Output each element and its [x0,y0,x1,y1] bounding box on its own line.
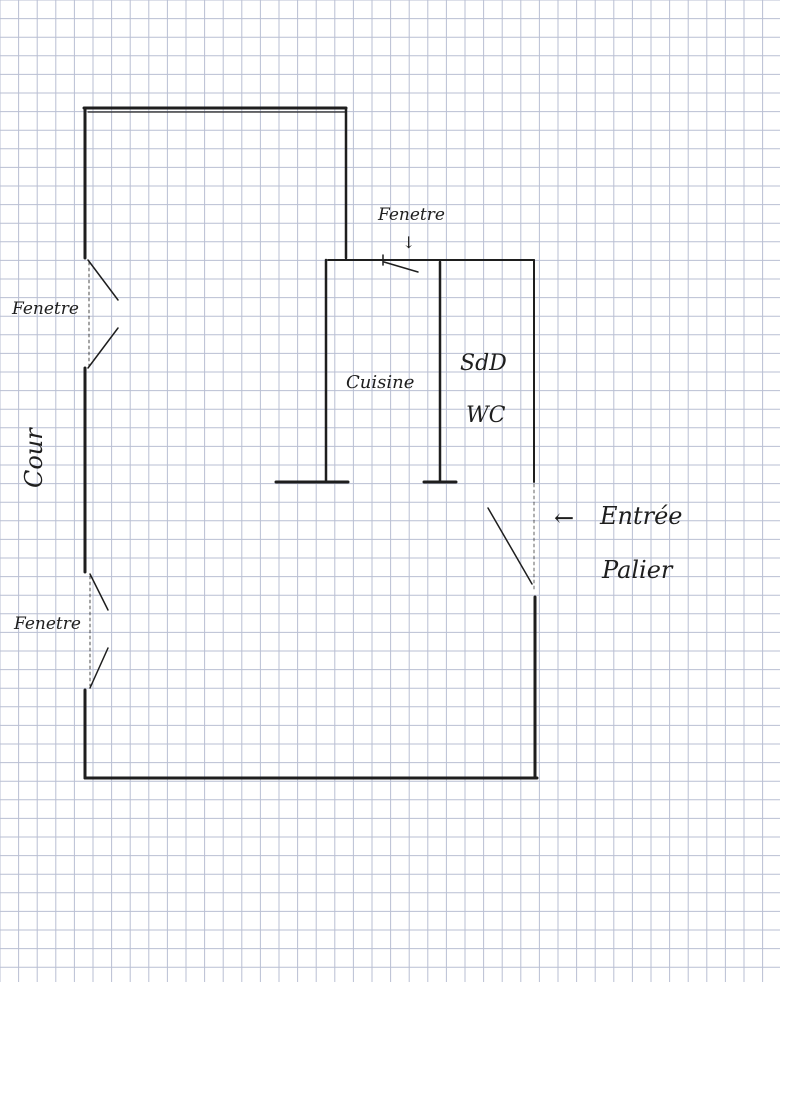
walls [82,106,539,780]
window-kitchen-sash [383,261,419,273]
labels: Fenetre ↓ Fenetre Cour Fenetre Cuisine S… [11,205,683,634]
label-landing: Palier [601,556,674,584]
window-left-lower-bottom-sash [89,647,109,689]
label-toilet: WC [466,403,506,428]
label-window-left-lower: Fenetre [13,614,81,634]
window-left-lower-top-sash [89,573,109,611]
window-left-upper-bottom-sash [87,327,119,369]
label-courtyard: Cour [20,427,48,488]
window-left-upper-top-sash [87,259,119,301]
label-window-left-upper: Fenetre [11,299,79,319]
label-kitchen: Cuisine [346,372,414,393]
label-entrance: Entrée [599,502,683,530]
grid-lines [0,0,780,982]
paper-background [0,0,780,982]
label-window-top: Fenetre [377,205,445,225]
entrance-arrow-icon: ← [554,504,574,532]
entrance-door-leaf [487,507,533,585]
label-bathroom: SdD [460,351,507,376]
window-arrow-icon: ↓ [402,233,415,252]
